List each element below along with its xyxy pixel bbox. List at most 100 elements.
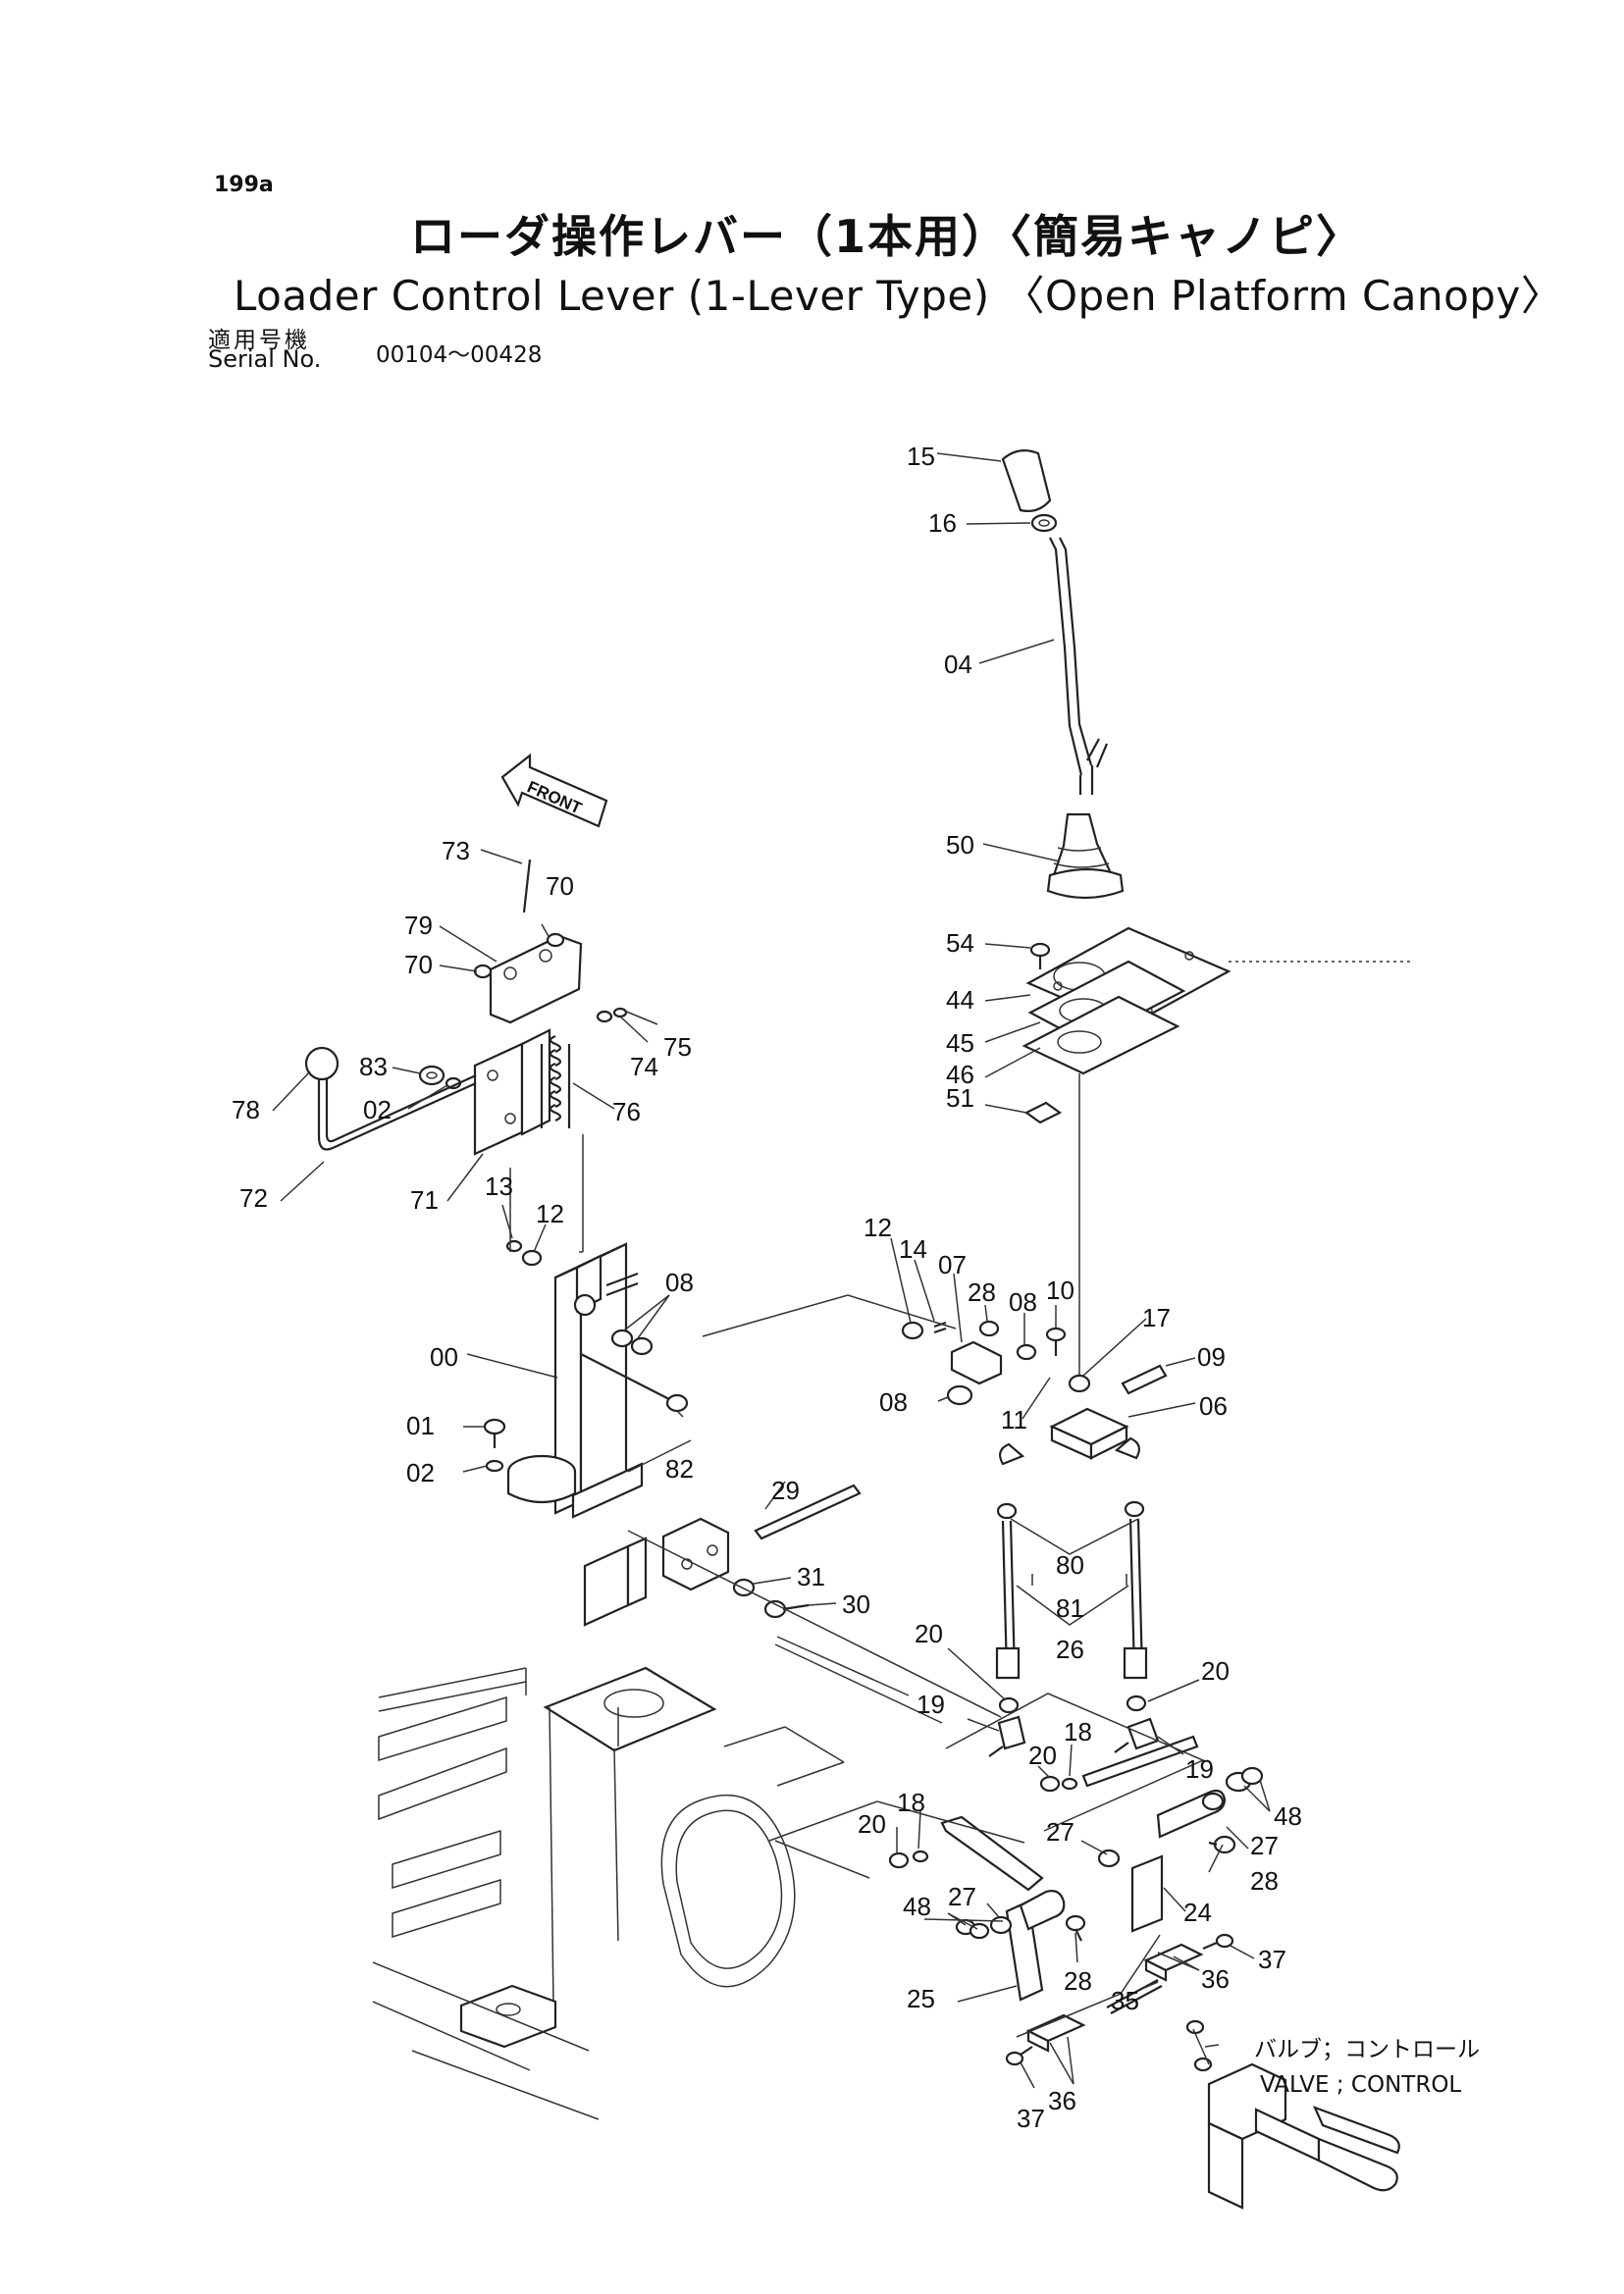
callout-24: 24: [1183, 1898, 1212, 1927]
label-51: [1023, 1101, 1063, 1124]
ball-knob-78: [304, 1046, 340, 1081]
callout-76: 76: [612, 1097, 641, 1126]
bracket-79: [489, 934, 583, 1024]
bracket-71: [473, 1028, 551, 1156]
callout-75: 75: [663, 1032, 692, 1062]
callout-19b: 19: [1185, 1754, 1214, 1784]
collar-08: [610, 1329, 654, 1356]
column-00: [553, 1242, 639, 1515]
callout-73: 73: [442, 836, 470, 865]
nut-83: [418, 1065, 445, 1086]
callout-44: 44: [946, 985, 974, 1015]
callout-18a: 18: [1064, 1717, 1092, 1747]
callout-28c: 28: [1064, 1966, 1092, 1996]
callout-20a: 20: [915, 1619, 943, 1648]
callout-31: 31: [797, 1562, 825, 1591]
callout-07: 07: [938, 1250, 967, 1279]
pin-35: [1106, 1979, 1163, 2014]
callout-54: 54: [946, 928, 974, 958]
knob-15: [1001, 448, 1052, 512]
callout-26: 26: [1056, 1635, 1084, 1664]
boot-50: [1046, 812, 1125, 900]
callout-28b: 28: [1250, 1866, 1279, 1896]
callout-27c: 27: [948, 1882, 976, 1911]
callout-14: 14: [899, 1234, 927, 1264]
callout-04: 04: [944, 650, 972, 679]
callout-45: 45: [946, 1028, 974, 1058]
callout-20c: 20: [1028, 1741, 1057, 1770]
control-valve: [1185, 2019, 1400, 2210]
callout-08b: 08: [1009, 1287, 1037, 1317]
callout-01: 01: [406, 1411, 435, 1440]
callout-06: 06: [1199, 1391, 1228, 1421]
bolt-10: [1045, 1327, 1067, 1356]
callout-83: 83: [359, 1052, 388, 1081]
callout-48b: 48: [903, 1892, 931, 1921]
callout-51: 51: [946, 1083, 974, 1113]
washer-13-12: [505, 1239, 543, 1267]
rods-26: [995, 1518, 1148, 1680]
callout-80: 80: [1056, 1550, 1084, 1580]
callout-50: 50: [946, 830, 974, 860]
washer-74-75: [596, 1007, 628, 1023]
joint-06: [998, 1407, 1141, 1466]
callout-16: 16: [928, 508, 957, 538]
callout-00: 00: [430, 1342, 458, 1372]
callout-37b: 37: [1017, 2104, 1045, 2133]
arm-24: [1081, 1735, 1227, 1933]
callout-37a: 37: [1258, 1945, 1286, 1974]
callout-15: 15: [907, 442, 935, 471]
front-arrow: [500, 753, 608, 828]
nut-31-bolt-30: [732, 1578, 810, 1619]
callout-78: 78: [232, 1095, 260, 1124]
callout-18b: 18: [897, 1788, 925, 1817]
plate-46: [1022, 995, 1180, 1075]
page-number: 199a: [214, 173, 274, 197]
bushing-17: [1068, 1374, 1091, 1393]
callout-12b: 12: [864, 1213, 892, 1242]
callout-08c: 08: [879, 1387, 908, 1417]
nut-16: [1030, 513, 1058, 533]
bolt-28-right: [1208, 1835, 1236, 1854]
callout-02a: 02: [363, 1095, 392, 1124]
clamp-36-left: [1025, 2013, 1086, 2053]
callout-36a: 36: [1201, 1964, 1230, 1994]
callout-09: 09: [1197, 1342, 1226, 1372]
callout-79: 79: [404, 911, 433, 940]
bolt-37-right: [1202, 1933, 1234, 1951]
callout-28a: 28: [968, 1277, 996, 1307]
callout-46: 46: [946, 1060, 974, 1089]
callout-27b: 27: [1046, 1817, 1074, 1847]
washer-18-nut-20-mid: [888, 1775, 1078, 1869]
callout-36b: 36: [1048, 2086, 1076, 2115]
callout-08a: 08: [665, 1268, 694, 1297]
bolt-37-left: [1005, 2046, 1033, 2066]
callout-70b: 70: [404, 950, 433, 979]
callout-48a: 48: [1274, 1801, 1302, 1831]
callout-70a: 70: [546, 871, 574, 901]
clamp-36-right: [1143, 1943, 1204, 1982]
chassis-frame: [372, 1134, 1002, 2120]
callout-20b: 20: [1201, 1656, 1230, 1686]
callout-29: 29: [771, 1476, 800, 1505]
callout-71: 71: [410, 1185, 439, 1215]
pin-73: [522, 859, 532, 913]
callout-27a: 27: [1250, 1831, 1279, 1860]
valve-label-japanese: バルブ；コントロール: [1254, 2037, 1480, 2062]
callout-25: 25: [907, 1984, 935, 2013]
callout-17: 17: [1142, 1303, 1171, 1332]
leader-lines: [272, 452, 1271, 2089]
serial-label-japanese: 適用号機: [208, 328, 310, 353]
callout-10: 10: [1046, 1276, 1074, 1305]
pivot-07: [950, 1320, 1037, 1385]
bushing-27-right: [1097, 1766, 1264, 1868]
bolt-28-left: [1065, 1914, 1086, 1942]
callout-81: 81: [1056, 1593, 1084, 1623]
serial-range: 00104～00428: [376, 342, 543, 368]
nut-80: [996, 1500, 1145, 1520]
callout-11: 11: [1001, 1405, 1027, 1434]
callout-02b: 02: [406, 1458, 435, 1487]
callout-13: 13: [485, 1172, 513, 1201]
spring-76: [540, 1034, 571, 1128]
